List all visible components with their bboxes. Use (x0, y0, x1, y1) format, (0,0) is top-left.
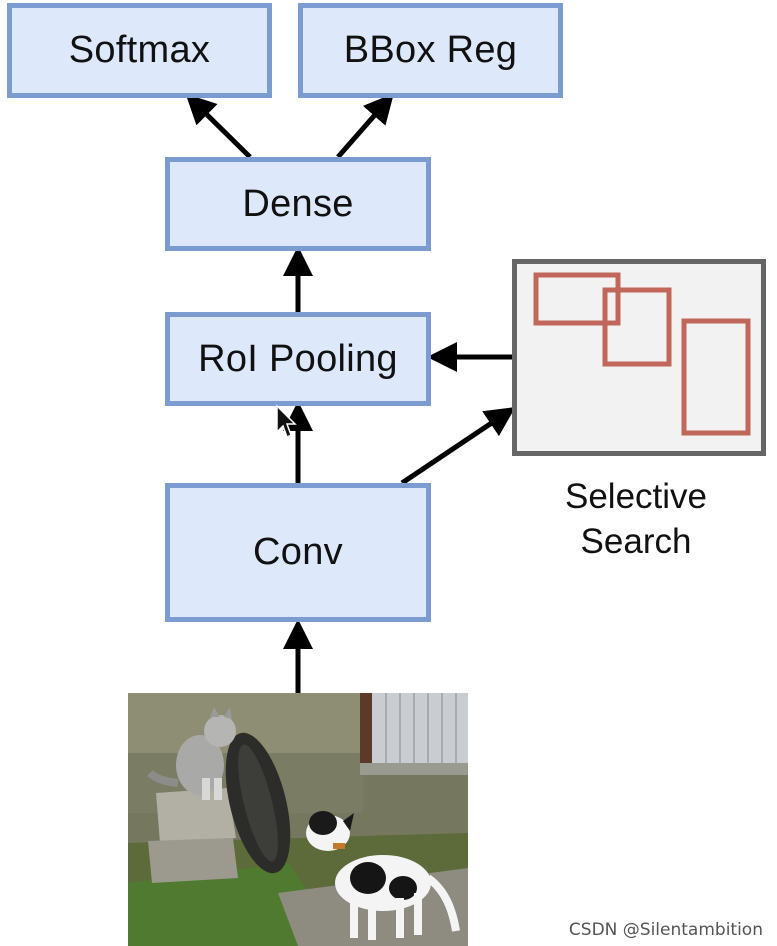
roi-pooling-box: RoI Pooling (165, 312, 431, 406)
softmax-box: Softmax (7, 3, 272, 98)
conv-box: Conv (165, 483, 431, 622)
watermark: CSDN @Silentambition (568, 920, 763, 940)
softmax-label: Softmax (68, 29, 211, 71)
bbox-reg-label: BBox Reg (343, 29, 518, 71)
roi-pooling-label: RoI Pooling (198, 337, 398, 380)
selective-search-caption-line1: Selective (564, 477, 708, 516)
arrow-conv-to-selective (400, 406, 516, 486)
dense-box: Dense (165, 157, 431, 251)
input-photo-cat-dog-icon (128, 693, 468, 946)
dense-label: Dense (242, 182, 354, 225)
selective-search-caption-line2: Search (580, 522, 692, 561)
arrow-dense-to-bbox (336, 93, 394, 159)
bbox-reg-box: BBox Reg (298, 3, 563, 98)
region-proposal-2 (602, 287, 672, 367)
mouse-cursor-icon (276, 404, 297, 439)
region-proposal-3 (681, 318, 751, 436)
selective-search-caption: Selective Search (512, 474, 760, 564)
region-proposal-1 (533, 272, 621, 326)
selective-search-panel (512, 259, 766, 456)
conv-label: Conv (253, 531, 343, 573)
arrow-dense-to-softmax (185, 93, 252, 159)
